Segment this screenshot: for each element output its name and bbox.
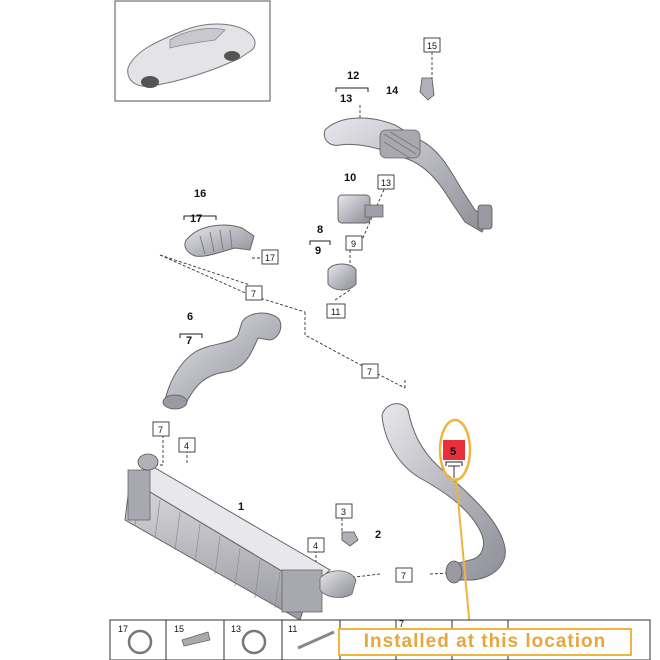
- highlight-leader-line: [455, 477, 471, 629]
- label-1: 1: [238, 501, 244, 513]
- box-label-7: 7: [401, 571, 406, 581]
- box-label-13: 13: [381, 178, 391, 188]
- part-16-resonator: [184, 224, 255, 257]
- box-label-7: 7: [367, 367, 372, 377]
- box-label-7: 7: [251, 289, 256, 299]
- highlight-ring: [438, 418, 472, 482]
- box-label-15: 15: [427, 41, 437, 51]
- box-label-4: 4: [184, 441, 189, 451]
- intercooler: [124, 453, 357, 621]
- label-9: 9: [315, 245, 321, 257]
- label-boxes: [152, 37, 441, 583]
- strip-label-7: 7: [399, 619, 404, 629]
- box-label-3: 3: [341, 507, 346, 517]
- vehicle-image: [127, 23, 256, 88]
- box-label-11: 11: [331, 307, 340, 317]
- installed-location-callout: Installed at this location: [338, 628, 632, 656]
- box-label-9: 9: [351, 239, 356, 249]
- box-label-17: 17: [265, 253, 275, 263]
- label-13: 13: [340, 93, 352, 105]
- upper-intake-duct: [323, 117, 493, 233]
- label-6: 6: [187, 311, 193, 323]
- label-5: 5: [450, 446, 456, 458]
- label-brackets: [179, 87, 463, 466]
- label-8: 8: [317, 224, 323, 236]
- right-charge-pipe: [381, 403, 506, 581]
- label-10: 10: [344, 172, 356, 184]
- strip-label-11: 11: [288, 624, 297, 634]
- label-14: 14: [386, 85, 399, 97]
- part-14-bracket: [419, 77, 435, 101]
- label-17: 17: [190, 213, 202, 225]
- box-label-4: 4: [313, 541, 318, 551]
- label-7: 7: [186, 335, 192, 347]
- part-8-clamp: [327, 263, 357, 291]
- upper-left-charge-pipe: [164, 312, 282, 406]
- part-2-screw: [341, 531, 359, 547]
- label-2: 2: [375, 529, 381, 541]
- strip-label-15: 15: [174, 624, 184, 634]
- label-16: 16: [194, 188, 206, 200]
- label-12: 12: [347, 70, 359, 82]
- strip-label-17: 17: [118, 624, 128, 634]
- part-10-sensor: [337, 194, 384, 224]
- box-label-7: 7: [158, 425, 163, 435]
- part-5-marker: [443, 440, 465, 460]
- strip-label-13: 13: [231, 624, 241, 634]
